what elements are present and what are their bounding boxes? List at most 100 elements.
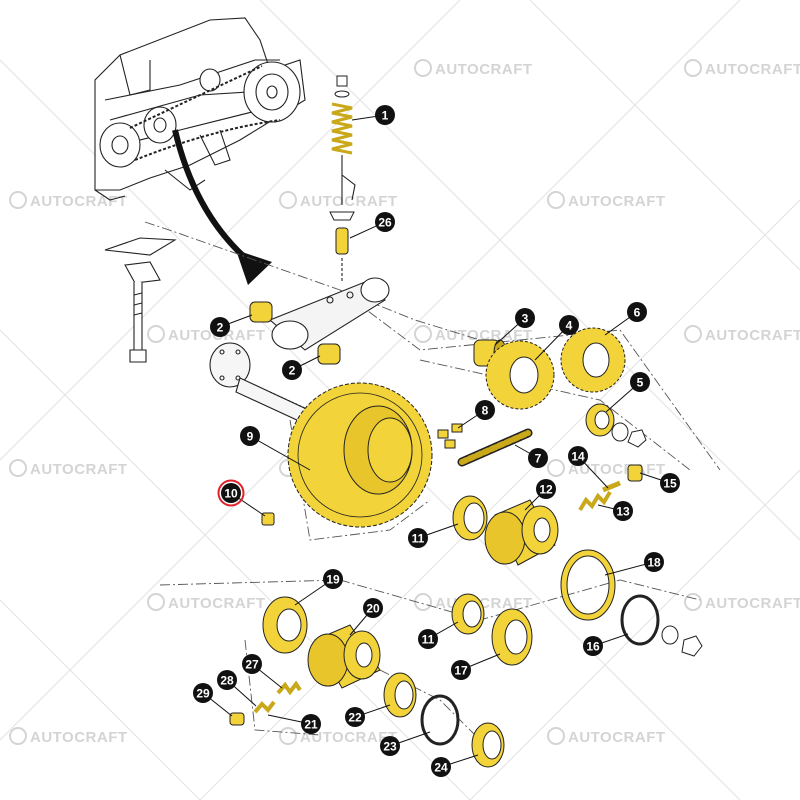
bearing-lower	[262, 596, 308, 654]
watermark: AUTOCRAFT	[279, 191, 398, 210]
collar-24	[471, 722, 505, 768]
callout-20: 20	[363, 598, 383, 618]
svg-text:AUTOCRAFT: AUTOCRAFT	[705, 327, 800, 344]
callout-number: 24	[434, 761, 448, 775]
callout-badge	[375, 105, 395, 125]
large-snap-ring	[561, 550, 615, 620]
callout-badge	[282, 360, 302, 380]
callout-number: 26	[378, 216, 392, 230]
callout-number: 28	[220, 674, 234, 688]
svg-text:AUTOCRAFT: AUTOCRAFT	[300, 729, 398, 746]
callout-number: 17	[454, 664, 468, 678]
callout-number: 12	[539, 483, 553, 497]
callout-14: 14	[568, 446, 588, 466]
callout-badge	[418, 629, 438, 649]
callout-badge	[644, 552, 664, 572]
watermark: AUTOCRAFT	[414, 325, 533, 344]
callout-24: 24	[431, 757, 451, 777]
callout-12: 12	[536, 479, 556, 499]
callout-badge	[323, 569, 343, 589]
callout-badge	[408, 528, 428, 548]
spring-assembly	[329, 75, 356, 282]
callout-number: 15	[663, 477, 677, 491]
sprocket-small-b	[560, 327, 626, 393]
callout-badge	[431, 757, 451, 777]
callout-badge	[301, 714, 321, 734]
callout-11: 11	[408, 528, 428, 548]
callout-badge	[451, 660, 471, 680]
callout-27: 27	[242, 654, 262, 674]
svg-text:AUTOCRAFT: AUTOCRAFT	[435, 327, 533, 344]
callout-7: 7	[528, 448, 548, 468]
callout-badge	[660, 473, 680, 493]
svg-text:AUTOCRAFT: AUTOCRAFT	[568, 729, 666, 746]
callout-number: 18	[647, 556, 661, 570]
callout-number: 5	[637, 376, 644, 390]
callout-badge	[363, 598, 383, 618]
tension-spring-parts	[578, 464, 643, 512]
snap-ring-23	[420, 694, 460, 746]
roller-chain	[457, 428, 533, 467]
watermark: AUTOCRAFT	[684, 325, 800, 344]
callout-19: 19	[323, 569, 343, 589]
callout-number: 23	[383, 740, 397, 754]
adjuster-screw-parts	[229, 680, 302, 726]
callout-number: 11	[422, 633, 435, 647]
callout-number: 10	[224, 487, 238, 501]
callout-9: 9	[240, 426, 260, 446]
callout-28: 28	[217, 670, 237, 690]
bearing-17	[491, 608, 533, 666]
callout-badge	[630, 372, 650, 392]
callout-number: 2	[217, 321, 224, 335]
callout-21: 21	[301, 714, 321, 734]
pointer-arrowhead	[236, 250, 272, 285]
callout-22: 22	[345, 707, 365, 727]
hub-upper	[484, 499, 559, 566]
collar-22	[383, 672, 417, 718]
callout-number: 3	[522, 312, 529, 326]
collar-lower	[451, 593, 485, 635]
callout-number: 7	[535, 452, 542, 466]
watermark: AUTOCRAFT	[684, 59, 800, 78]
callout-number: 13	[616, 505, 630, 519]
svg-text:AUTOCRAFT: AUTOCRAFT	[30, 729, 128, 746]
callout-2: 2	[282, 360, 302, 380]
callout-17: 17	[451, 660, 471, 680]
watermark: AUTOCRAFT	[414, 59, 533, 78]
callout-number: 6	[634, 306, 641, 320]
callout-badge	[613, 501, 633, 521]
callout-badge	[380, 736, 400, 756]
watermark: AUTOCRAFT	[9, 191, 128, 210]
hub-lower	[307, 624, 381, 689]
callout-number: 29	[196, 687, 210, 701]
large-sprocket	[287, 382, 433, 528]
callout-number: 8	[482, 404, 489, 418]
svg-text:AUTOCRAFT: AUTOCRAFT	[300, 193, 398, 210]
callout-badge	[240, 426, 260, 446]
callout-badge	[221, 483, 241, 503]
callout-number: 27	[245, 658, 259, 672]
callout-number: 22	[348, 711, 362, 725]
svg-text:AUTOCRAFT: AUTOCRAFT	[705, 61, 800, 78]
svg-text:AUTOCRAFT: AUTOCRAFT	[30, 193, 128, 210]
callout-number: 2	[289, 364, 296, 378]
callout-18: 18	[644, 552, 664, 572]
washer-and-nut-lower	[661, 625, 703, 657]
callout-number: 9	[247, 430, 254, 444]
callout-15: 15	[660, 473, 680, 493]
callout-number: 16	[586, 640, 600, 654]
watermark: AUTOCRAFT	[547, 191, 665, 210]
callout-2: 2	[210, 317, 230, 337]
bushing-lower	[317, 343, 341, 365]
machine-context-illustration	[94, 17, 306, 201]
callout-13: 13	[613, 501, 633, 521]
watermark: AUTOCRAFT	[547, 727, 666, 746]
svg-text:AUTOCRAFT: AUTOCRAFT	[435, 61, 533, 78]
watermark: AUTOCRAFT	[684, 593, 800, 612]
svg-text:AUTOCRAFT: AUTOCRAFT	[30, 461, 128, 478]
callout-6: 6	[627, 302, 647, 322]
watermark: AUTOCRAFT	[9, 459, 128, 478]
collar-upper	[452, 495, 488, 541]
